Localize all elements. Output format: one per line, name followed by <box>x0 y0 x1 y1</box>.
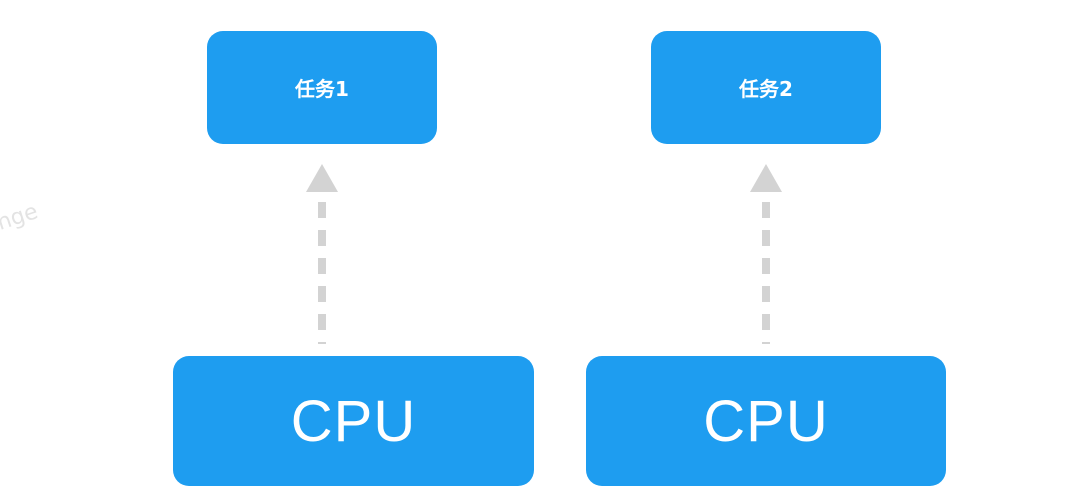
arrow-head <box>750 164 782 192</box>
cpu2-to-task2-arrow <box>750 164 782 344</box>
watermark-text: nge <box>0 199 42 236</box>
cpu1-to-task1-arrow <box>306 164 338 344</box>
cpu-1-label: CPU <box>290 388 417 454</box>
arrow-head <box>306 164 338 192</box>
cpu-2-label: CPU <box>703 388 829 454</box>
cpu-2-box: CPU <box>586 356 946 486</box>
task-2-label: 任务2 <box>739 77 793 101</box>
task-2-box: 任务2 <box>651 31 881 144</box>
cpu-1-box: CPU <box>173 356 534 486</box>
task-1-box: 任务1 <box>207 31 437 144</box>
task-1-label: 任务1 <box>295 77 349 101</box>
